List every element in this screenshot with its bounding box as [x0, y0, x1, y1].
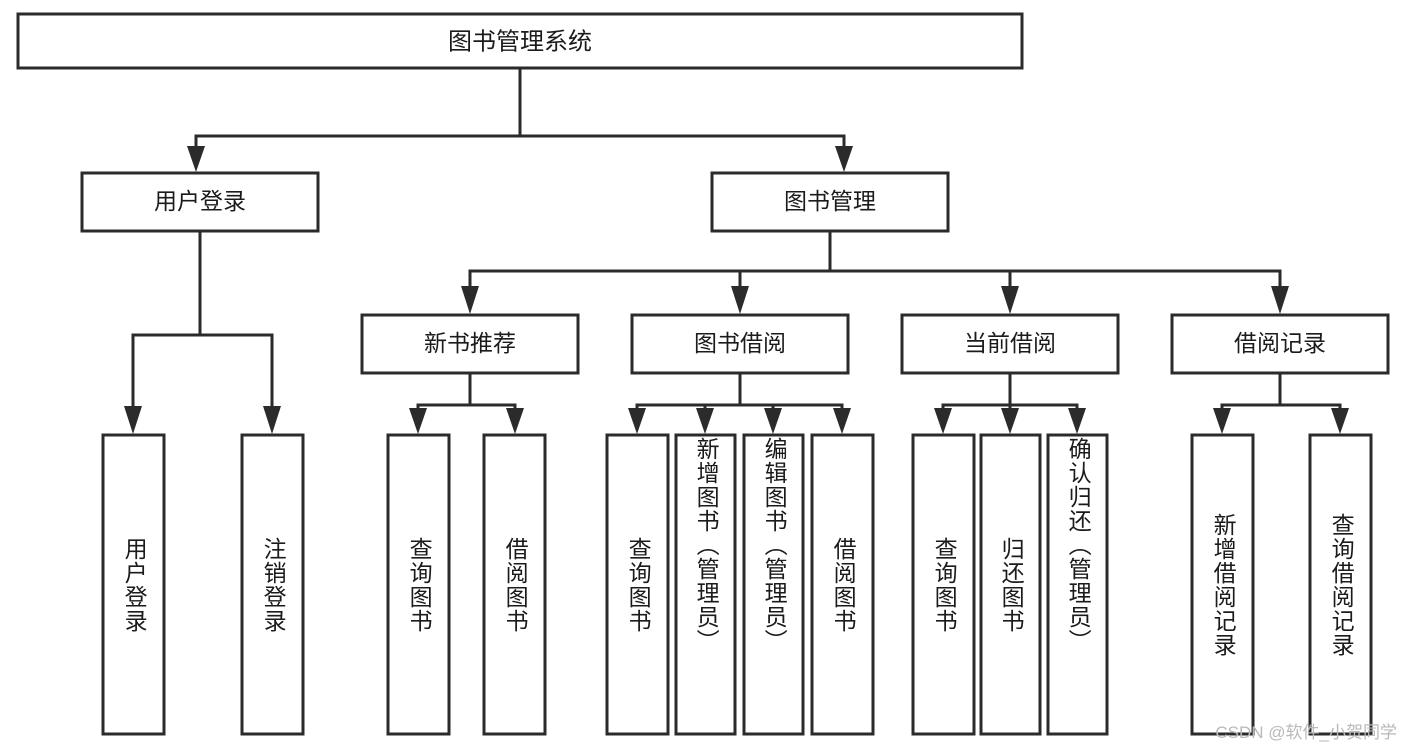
connector-new-book-recommendation-to-leaves [409, 371, 524, 434]
connector-current-borrowing-to-leaves [934, 371, 1086, 434]
leaf-box[interactable] [911, 433, 976, 736]
node-book-management[interactable]: 图书管理 [710, 171, 950, 233]
leaf-box[interactable] [810, 433, 875, 736]
arrow-head-icon [1001, 408, 1019, 434]
arrow-head-icon [506, 408, 524, 434]
leaf-box[interactable] [979, 433, 1042, 736]
level2-box[interactable] [80, 171, 320, 233]
level3-label: 当前借阅 [964, 330, 1056, 356]
level3-label: 新书推荐 [424, 330, 516, 356]
leaf-box[interactable] [742, 433, 805, 736]
leaf-box[interactable] [386, 433, 451, 736]
arrow-head-icon [833, 408, 851, 434]
level3-label: 图书借阅 [694, 330, 786, 356]
arrow-head-icon [124, 406, 142, 434]
arrow-head-icon [187, 146, 205, 172]
csdn-watermark: CSDN @软件_小贺同学 [1215, 723, 1397, 742]
node-root[interactable]: 图书管理系统 [16, 12, 1024, 70]
arrow-head-icon [628, 408, 646, 434]
connector-borrowing-record-to-leaves [1213, 371, 1349, 434]
arrow-head-icon [1331, 408, 1349, 434]
level3-box[interactable] [360, 313, 580, 375]
arrow-head-icon [696, 408, 714, 434]
arrow-head-icon [1213, 408, 1231, 434]
arrow-head-icon [835, 146, 853, 172]
leaf-box[interactable] [240, 433, 305, 736]
leaf-box[interactable] [101, 433, 166, 736]
level3-label: 借阅记录 [1234, 330, 1326, 356]
node-book-borrowing[interactable]: 图书借阅 [630, 313, 850, 375]
node-current-borrowing[interactable]: 当前借阅 [900, 313, 1120, 375]
connector-user-login-to-leaves [124, 229, 281, 434]
connector-book-borrowing-to-leaves [628, 371, 851, 434]
leaf-box[interactable] [605, 433, 670, 736]
arrow-head-icon [934, 408, 952, 434]
level3-box[interactable] [900, 313, 1120, 375]
leaf-box[interactable] [1046, 433, 1109, 736]
level2-label: 图书管理 [784, 188, 876, 214]
connector-book-management-to-level3 [461, 229, 1289, 314]
arrow-head-icon [1068, 408, 1086, 434]
leaf-box[interactable] [674, 433, 737, 736]
node-user-login[interactable]: 用户登录 [80, 171, 320, 233]
root-label: 图书管理系统 [448, 28, 592, 55]
arrow-head-icon [263, 406, 281, 434]
arrow-head-icon [461, 286, 479, 314]
level2-label: 用户登录 [154, 188, 246, 214]
arrow-head-icon [731, 286, 749, 314]
arrow-head-icon [409, 408, 427, 434]
leaf-box[interactable] [482, 433, 547, 736]
arrow-head-icon [1271, 286, 1289, 314]
arrow-head-icon [764, 408, 782, 434]
node-borrowing-record[interactable]: 借阅记录 [1170, 313, 1390, 375]
leaf-box[interactable] [1308, 433, 1373, 736]
root-box[interactable] [16, 12, 1024, 70]
arrow-head-icon [1001, 286, 1019, 314]
connector-root-to-level2 [187, 66, 853, 172]
leaf-box[interactable] [1190, 433, 1255, 736]
node-new-book-recommendation[interactable]: 新书推荐 [360, 313, 580, 375]
